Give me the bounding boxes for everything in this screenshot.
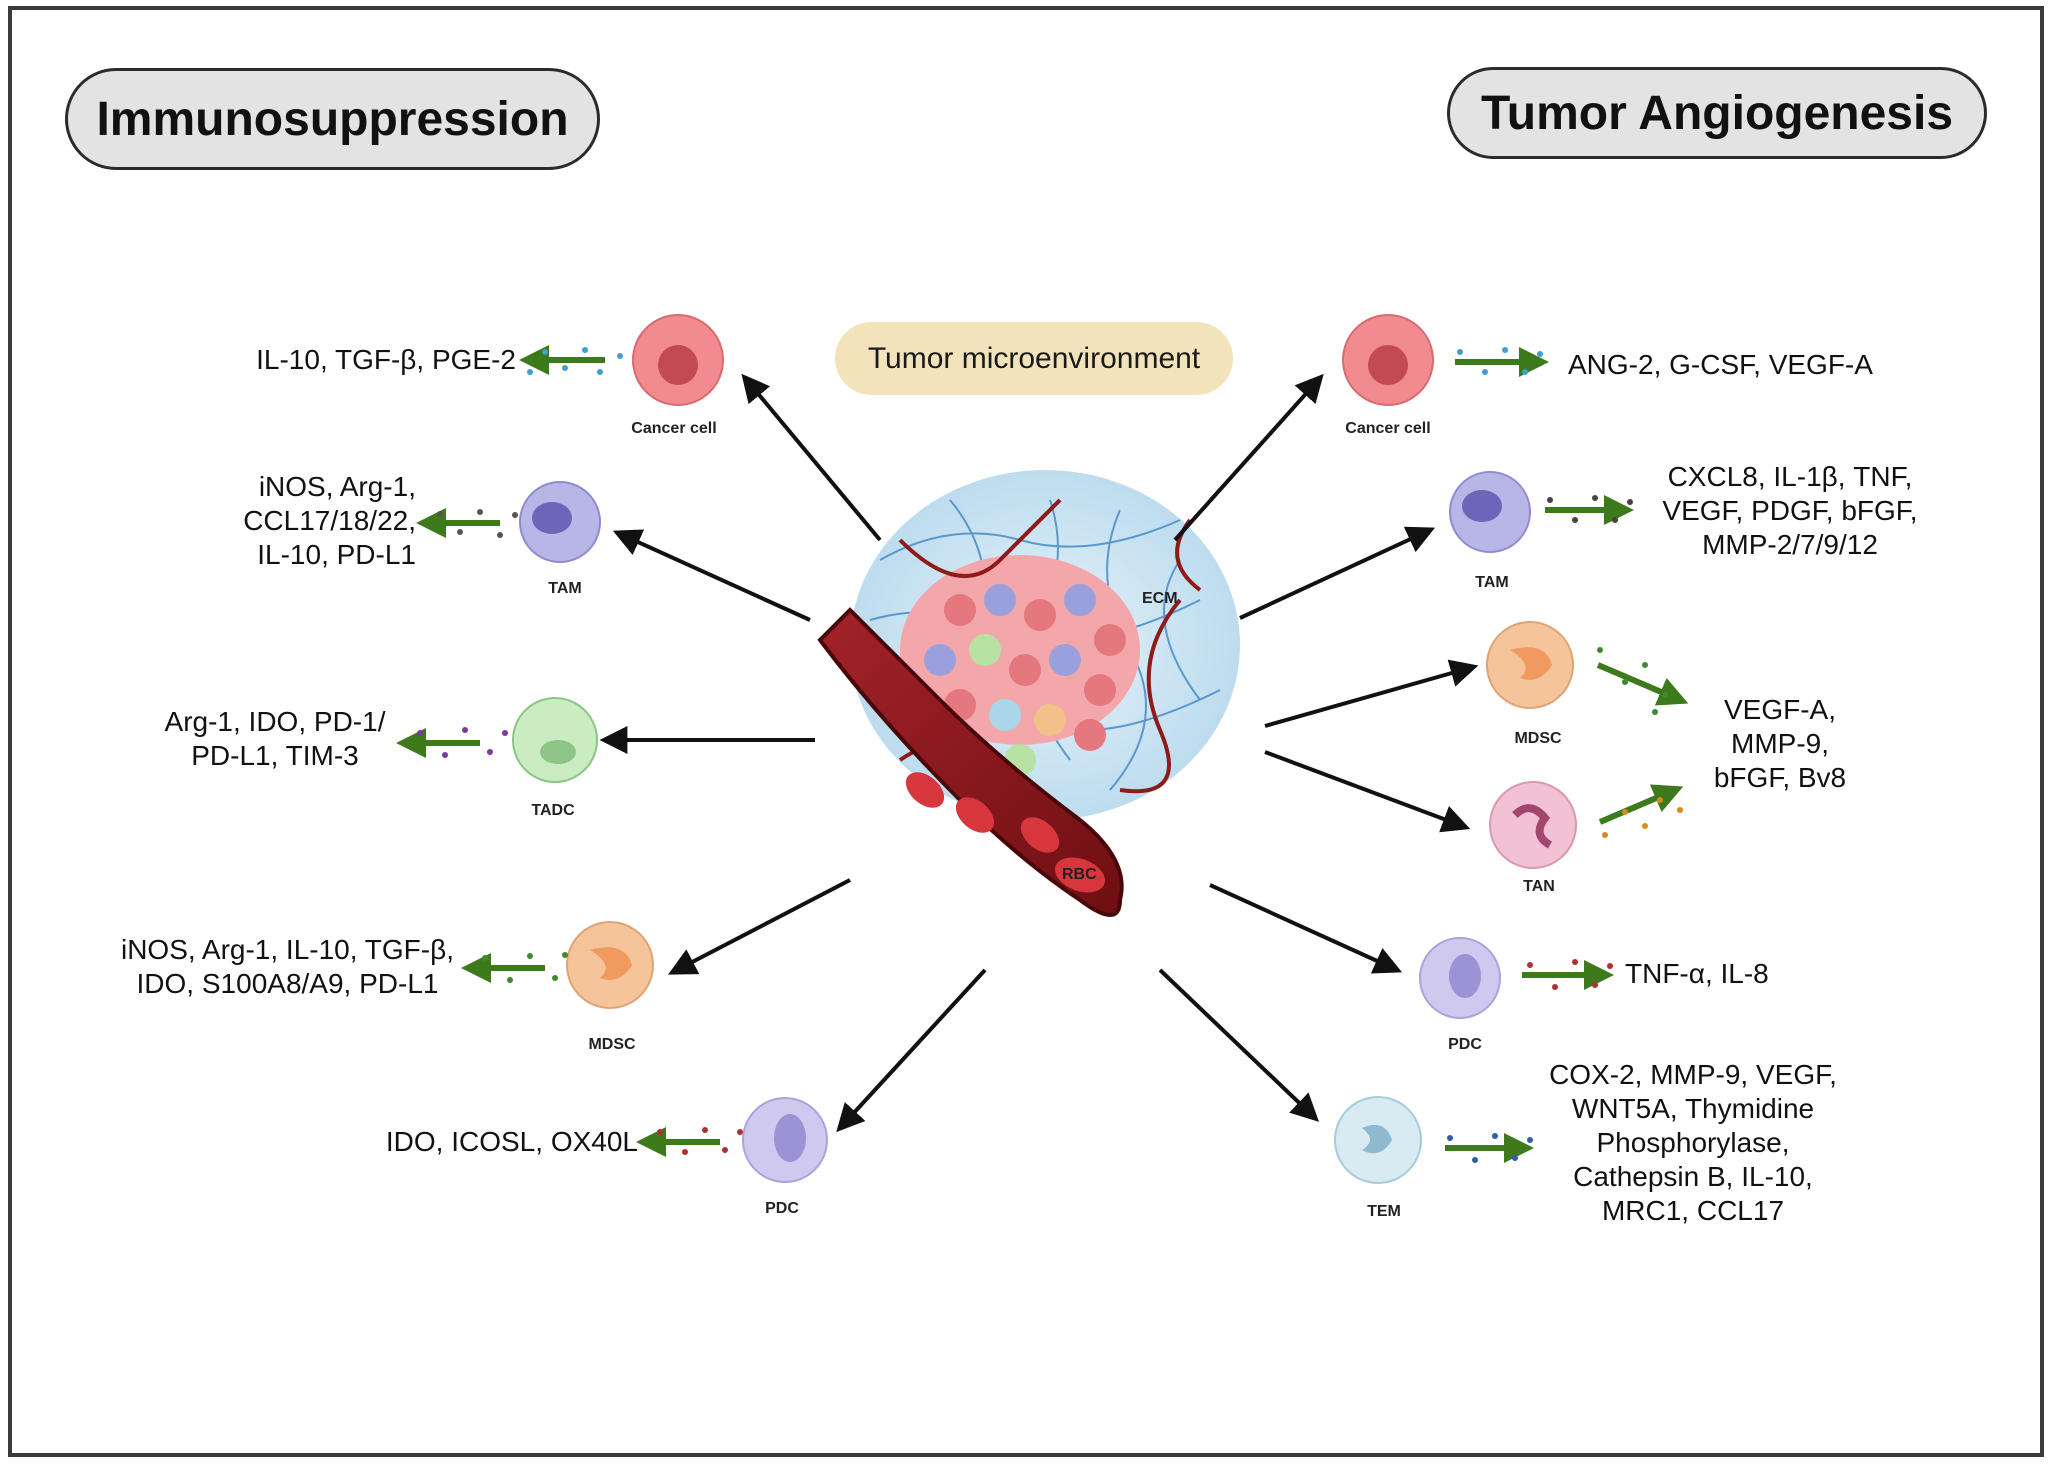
tam-right-icon [1449,471,1531,553]
right-arrows [1158,373,1479,1122]
tam-left-icon [519,481,601,563]
arrow-to-tam-left [612,529,811,622]
tadc-left-factors: Arg-1, IDO, PD-1/ PD-L1, TIM-3 [164,706,386,771]
rbc-tag: RBC [1062,866,1097,883]
mdsc-right-label: MDSC [1514,730,1562,747]
arrow-to-tam-right [1239,526,1436,620]
secretion-dots [417,347,1683,1163]
tem-right-factors: COX-2, MMP-9, VEGF, WNT5A, Thymidine Pho… [1549,1059,1837,1226]
arrow-to-cancer-cell-left [741,373,882,542]
tan-mdsc-right-factors: VEGF-A, MMP-9, bFGF, Bv8 [1713,694,1847,793]
secretion-arrows-right [1445,347,1689,1163]
pdc-right-icon [1419,937,1501,1019]
cancer-cell-right-label: Cancer cell [1345,420,1431,437]
arrow-to-pdc-right [1209,883,1403,974]
secretion-arrow-tan-right [1598,784,1684,825]
cancer-cell-left-icon [632,314,724,406]
arrow-to-mdsc-left [668,878,851,975]
secretion-arrows-left [396,345,720,1157]
tan-right-icon [1489,781,1577,869]
pdc-right-factors: TNF-α, IL-8 [1625,958,1769,989]
cells [512,314,1577,1184]
tam-right-factors: CXCL8, IL-1β, TNF, VEGF, PDGF, bFGF, MMP… [1662,461,1918,560]
cancer-cell-right-factors: ANG-2, G-CSF, VEGF-A [1568,349,1873,380]
tem-right-icon [1334,1096,1422,1184]
tumor-angiogenesis-heading: Tumor Angiogenesis [1447,67,1987,159]
tumor-cell-cluster [900,555,1140,776]
arrow-to-mdsc-right [1264,659,1479,728]
pdc-left-factors: IDO, ICOSL, OX40L [385,1126,638,1157]
mdsc-right-icon [1486,621,1574,709]
pdc-right-label: PDC [1448,1036,1482,1053]
pdc-left-icon [742,1097,828,1183]
cancer-cell-right-icon [1342,314,1434,406]
arrow-to-pdc-left [836,968,987,1133]
pdc-left-label: PDC [765,1200,799,1217]
tumor-microenvironment-label: Tumor microenvironment [835,322,1233,395]
mdsc-left-label: MDSC [588,1036,636,1053]
immunosuppression-heading: Immunosuppression [65,68,600,170]
tam-left-label: TAM [548,580,582,597]
tadc-left-label: TADC [531,802,575,819]
ecm-tag: ECM [1142,590,1178,607]
blood-vessel [817,607,1124,917]
cancer-cell-left-label: Cancer cell [631,420,717,437]
tumor-microenvironment-illustration [817,470,1240,917]
arrow-to-cancer-cell-right [1173,373,1324,542]
tam-left-factors: iNOS, Arg-1, CCL17/18/22, IL-10, PD-L1 [243,471,416,570]
tadc-left-icon [512,697,598,783]
mdsc-left-factors: iNOS, Arg-1, IL-10, TGF-β, IDO, S100A8/A… [120,934,454,999]
arrow-to-tem-right [1158,968,1320,1122]
arrow-to-tan-right [1264,750,1471,833]
tam-right-label: TAM [1475,574,1509,591]
cancer-cell-left-factors: IL-10, TGF-β, PGE-2 [256,344,516,375]
mdsc-left-icon [566,921,654,1009]
left-arrows [599,373,987,1133]
tan-right-label: TAN [1523,878,1555,895]
tem-right-label: TEM [1367,1203,1401,1220]
